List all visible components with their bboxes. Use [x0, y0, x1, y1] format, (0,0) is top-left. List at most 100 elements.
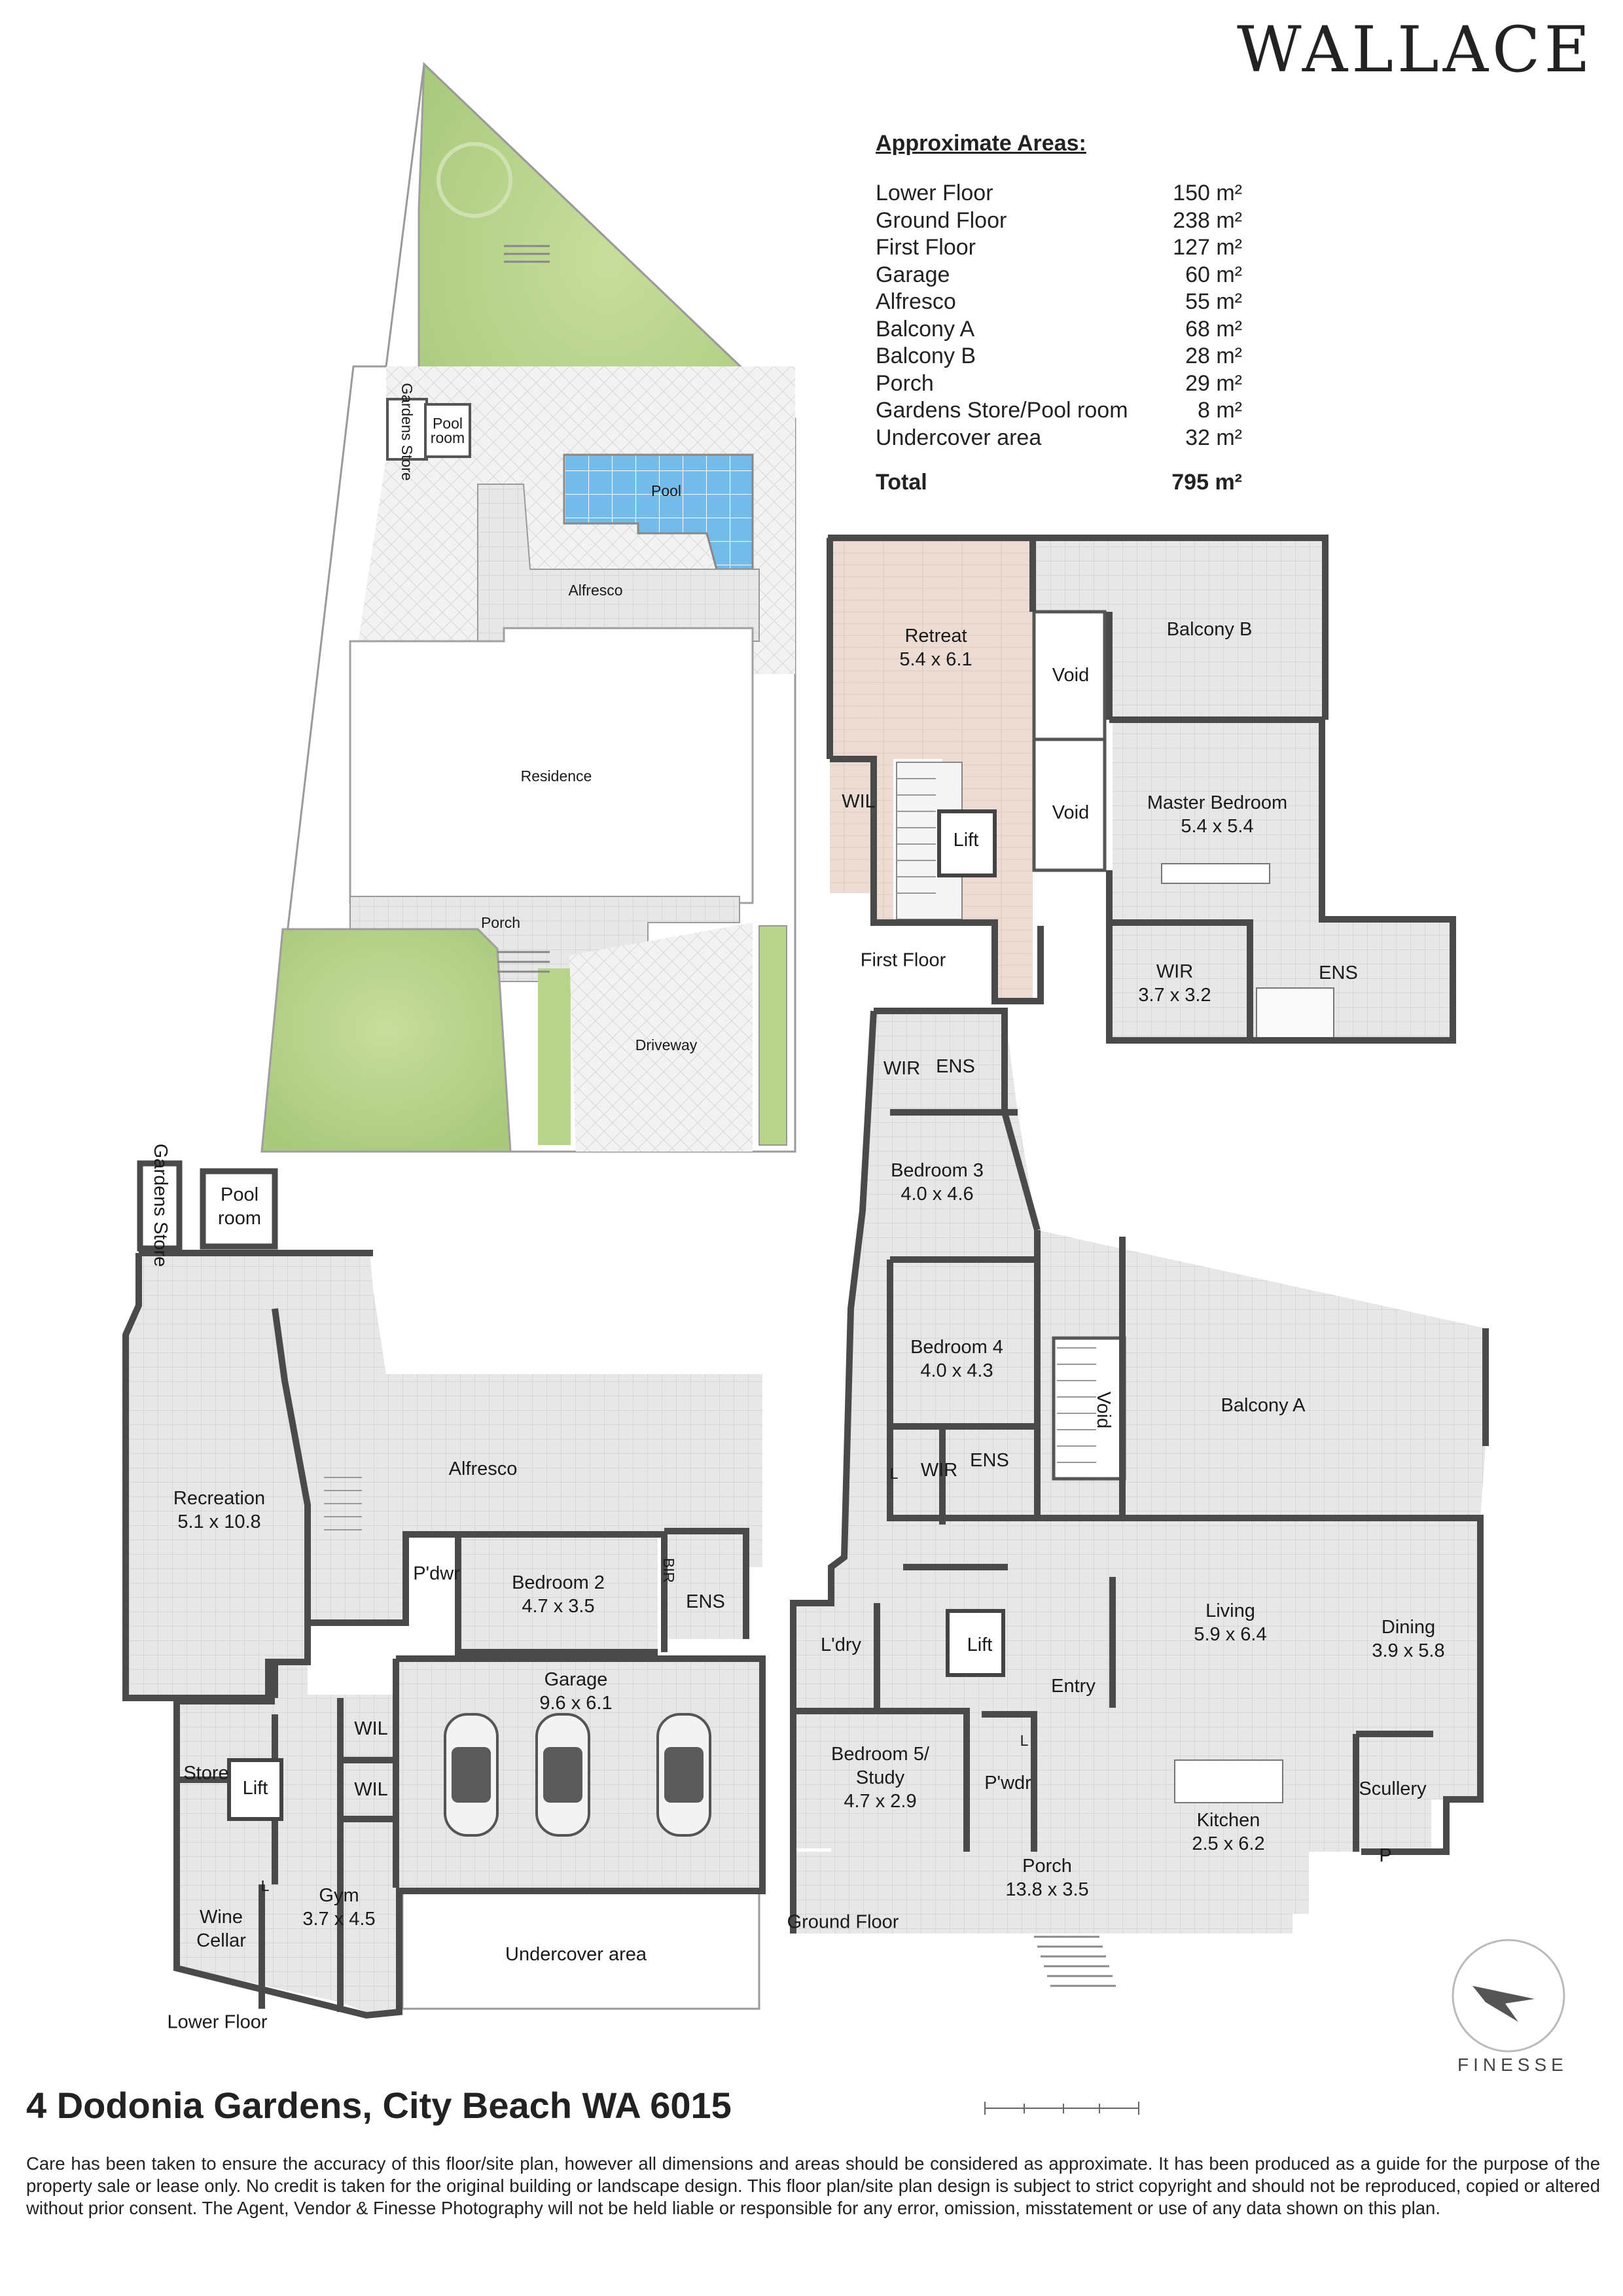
- site-pool-room: [424, 403, 471, 458]
- lower-floor-caption: Lower Floor: [167, 2011, 268, 2033]
- lf-l-label: L: [260, 1877, 270, 1894]
- first-floor-plan: [827, 535, 1456, 1044]
- area-value: 8 m²: [1198, 398, 1242, 423]
- lf-walls: [122, 1250, 766, 2019]
- ff-stair-treads: [897, 778, 936, 894]
- ff-wil-label: WIL: [842, 791, 876, 812]
- lf-gardens-text: Gardens: [150, 1143, 171, 1216]
- gf-balcony-a: [1037, 1230, 1486, 1518]
- site-lawn-strip: [538, 968, 571, 1145]
- ff-walls: [827, 535, 1456, 1044]
- ff-balcony-b-label: Balcony B: [1166, 619, 1253, 640]
- finesse-logo: [1452, 1939, 1565, 2053]
- gf-porch-steps: [1034, 1935, 1116, 1987]
- gf-pwdr-label: P'wdr: [984, 1773, 1031, 1793]
- lf-store-label: Store: [183, 1763, 229, 1784]
- area-name: Gardens Store/Pool room: [876, 398, 1128, 423]
- site-porch-label: Porch: [480, 914, 521, 931]
- site-lawn-side: [758, 925, 787, 1146]
- room-name: Gym: [319, 1885, 359, 1906]
- gf-pantry-label: P: [1379, 1845, 1392, 1866]
- ff-master-label: Master Bedroom 5.4 x 5.4: [1147, 791, 1287, 838]
- property-address: 4 Dodonia Gardens, City Beach WA 6015: [26, 2085, 732, 2126]
- room-dims: 5.1 x 10.8: [177, 1511, 261, 1532]
- area-name: Alfresco: [876, 289, 956, 314]
- room-dims: 3.9 x 5.8: [1372, 1640, 1445, 1661]
- room-dims: 4.7 x 3.5: [522, 1596, 595, 1617]
- room-name: Recreation: [173, 1488, 266, 1509]
- site-plan: [260, 62, 796, 1153]
- room-name: Garage: [544, 1669, 608, 1690]
- area-value: 28 m²: [1185, 344, 1242, 368]
- area-row: Gardens Store/Pool room 8 m²: [876, 397, 1242, 425]
- gf-void: [1052, 1336, 1126, 1481]
- gf-scullery: [1356, 1734, 1431, 1848]
- gf-void-stair: [1057, 1347, 1096, 1463]
- lf-pdwr-label: P'dwr: [413, 1563, 460, 1584]
- lf-wine-text: Wine: [199, 1907, 243, 1928]
- room-dims: 9.6 x 6.1: [539, 1693, 613, 1714]
- gf-lift-label: Lift: [967, 1634, 993, 1655]
- site-driveway: [569, 923, 753, 1152]
- room-dims: 5.4 x 5.4: [1181, 816, 1254, 837]
- lf-lift: [227, 1758, 283, 1821]
- gf-entry-label: Entry: [1051, 1676, 1096, 1697]
- gf-ldry-label: L'dry: [821, 1634, 861, 1655]
- area-row: Ground Floor 238 m²: [876, 207, 1242, 235]
- area-value: 55 m²: [1185, 289, 1242, 314]
- site-gardens-store: [386, 398, 428, 461]
- lower-floor-plan: [122, 1160, 766, 2019]
- gf-walls: [790, 1008, 1489, 1934]
- lf-pool-room: [200, 1168, 278, 1250]
- site-gardens-text: Gardens: [399, 383, 416, 441]
- lf-bir-label: BIR: [660, 1557, 677, 1583]
- gf-void-label: Void: [1093, 1391, 1114, 1429]
- gf-porch: [792, 1852, 1309, 1934]
- lf-wil-2-label: WIL: [354, 1779, 388, 1800]
- lf-wil-1-label: WIL: [354, 1718, 388, 1739]
- gf-scullery-label: Scullery: [1359, 1778, 1427, 1799]
- room-name: Kitchen: [1196, 1810, 1260, 1831]
- area-row: Alfresco 55 m²: [876, 289, 1242, 316]
- room-name: Living: [1205, 1600, 1255, 1621]
- area-name: First Floor: [876, 235, 976, 260]
- scale-bar: [984, 2102, 1139, 2115]
- lf-gardens-store: [137, 1160, 183, 1252]
- site-pool-text: Pool: [432, 415, 463, 432]
- ff-void-1-label: Void: [1052, 665, 1090, 686]
- ff-ens-label: ENS: [1319, 963, 1358, 983]
- lf-pool-text: Pool: [220, 1184, 259, 1205]
- lf-gardens-store-label: Gardens Store: [149, 1144, 172, 1267]
- ff-void-2: [1032, 737, 1107, 872]
- ff-wir: [1109, 923, 1250, 1040]
- area-value: 238 m²: [1173, 207, 1242, 233]
- site-pool: [563, 453, 754, 571]
- room-dims: 4.7 x 2.9: [844, 1791, 917, 1812]
- gf-lift: [946, 1609, 1005, 1677]
- room-name: Retreat: [904, 626, 967, 646]
- room-name: Dining: [1381, 1617, 1436, 1638]
- lf-undercover: [401, 1890, 760, 2010]
- lf-alfresco-label: Alfresco: [448, 1458, 518, 1479]
- gf-wir-mid-label: WIR: [920, 1460, 958, 1481]
- finesse-wordmark: FINESSE: [1457, 2055, 1568, 2075]
- room-name: Master Bedroom: [1147, 792, 1288, 813]
- site-room-text: room: [430, 429, 465, 446]
- gf-ens-mid-label: ENS: [970, 1450, 1009, 1471]
- gf-balcony-a-label: Balcony A: [1221, 1395, 1306, 1416]
- area-name: Ground Floor: [876, 207, 1007, 233]
- ff-wil: [830, 762, 892, 893]
- area-name: Balcony B: [876, 344, 976, 368]
- lf-bedroom2: [458, 1531, 658, 1652]
- site-residence-label: Residence: [520, 768, 592, 785]
- room-name: WIR: [1156, 961, 1194, 982]
- lf-ens-label: ENS: [686, 1591, 725, 1612]
